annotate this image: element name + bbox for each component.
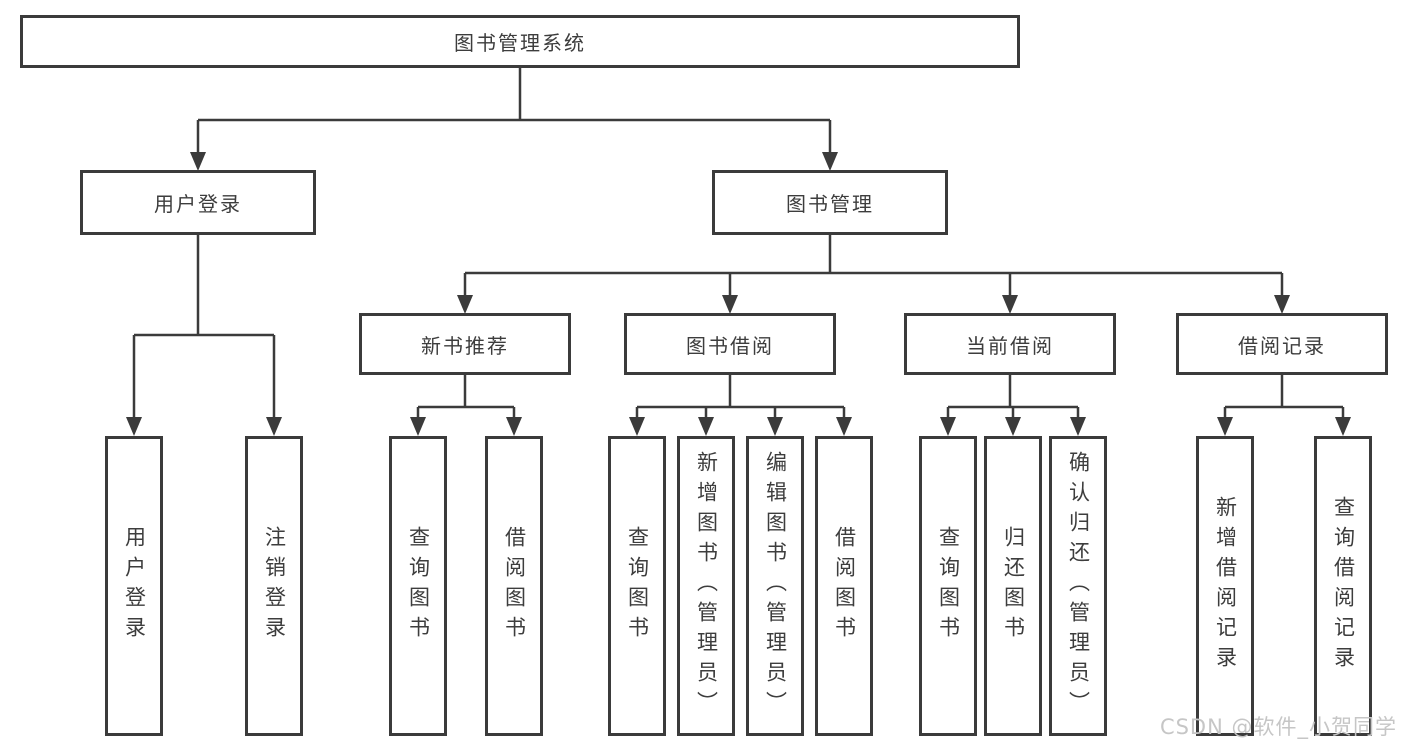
node-logout-leaf-label: 注销登录	[262, 526, 287, 646]
node-confirm-return-admin-label: 确认归还（管理员）	[1066, 451, 1091, 721]
node-query-borrow-record-label: 查询借阅记录	[1331, 496, 1356, 676]
arrow-down-icon	[190, 152, 206, 171]
node-book-borrow: 图书借阅	[624, 313, 836, 375]
node-add-books-admin-label: 新增图书（管理员）	[694, 451, 719, 721]
node-borrow-books-leaf: 借阅图书	[815, 436, 873, 736]
node-return-books-label: 归还图书	[1001, 526, 1026, 646]
node-add-books-admin: 新增图书（管理员）	[677, 436, 735, 736]
node-user-login-label: 用户登录	[154, 192, 242, 216]
node-borrow-books-recommend-label: 借阅图书	[502, 526, 527, 646]
node-book-management-label: 图书管理	[786, 192, 874, 216]
node-user-login: 用户登录	[80, 170, 316, 235]
arrow-down-icon	[629, 417, 645, 436]
node-current-borrow: 当前借阅	[904, 313, 1116, 375]
node-query-books-borrow-label: 查询图书	[625, 526, 650, 646]
node-add-borrow-record: 新增借阅记录	[1196, 436, 1254, 736]
node-borrow-records-label: 借阅记录	[1238, 333, 1326, 358]
csdn-watermark: CSDN @软件_小贺同学	[1159, 715, 1397, 739]
arrow-down-icon	[506, 417, 522, 436]
arrow-down-icon	[698, 417, 714, 436]
node-root: 图书管理系统	[20, 15, 1020, 68]
node-borrow-books-leaf-label: 借阅图书	[832, 526, 857, 646]
node-new-book-recommend: 新书推荐	[359, 313, 571, 375]
node-book-borrow-label: 图书借阅	[686, 333, 774, 358]
node-query-books-recommend-label: 查询图书	[406, 526, 431, 646]
arrow-down-icon	[1070, 417, 1086, 436]
arrow-down-icon	[410, 417, 426, 436]
node-query-books-current: 查询图书	[919, 436, 977, 736]
node-root-label: 图书管理系统	[454, 31, 586, 55]
node-edit-books-admin-label: 编辑图书（管理员）	[763, 451, 788, 721]
node-query-books-current-label: 查询图书	[936, 526, 961, 646]
node-query-borrow-record: 查询借阅记录	[1314, 436, 1372, 736]
arrow-down-icon	[1002, 295, 1018, 314]
arrow-down-icon	[836, 417, 852, 436]
arrow-down-icon	[1335, 417, 1351, 436]
node-query-books-recommend: 查询图书	[389, 436, 447, 736]
node-user-login-leaf: 用户登录	[105, 436, 163, 736]
node-new-book-recommend-label: 新书推荐	[421, 333, 509, 358]
node-borrow-books-recommend: 借阅图书	[485, 436, 543, 736]
connector-lines	[132, 68, 1345, 418]
node-user-login-leaf-label: 用户登录	[122, 526, 147, 646]
arrow-down-icon	[767, 417, 783, 436]
node-book-management: 图书管理	[712, 170, 948, 235]
arrowhead-icons	[126, 152, 1351, 436]
arrow-down-icon	[1217, 417, 1233, 436]
node-return-books: 归还图书	[984, 436, 1042, 736]
node-edit-books-admin: 编辑图书（管理员）	[746, 436, 804, 736]
node-borrow-records: 借阅记录	[1176, 313, 1388, 375]
arrow-down-icon	[822, 152, 838, 171]
arrow-down-icon	[126, 417, 142, 436]
arrow-down-icon	[1274, 295, 1290, 314]
node-current-borrow-label: 当前借阅	[966, 333, 1054, 358]
node-logout-leaf: 注销登录	[245, 436, 303, 736]
arrow-down-icon	[1005, 417, 1021, 436]
node-query-books-borrow: 查询图书	[608, 436, 666, 736]
arrow-down-icon	[722, 295, 738, 314]
arrow-down-icon	[457, 295, 473, 314]
node-add-borrow-record-label: 新增借阅记录	[1213, 496, 1238, 676]
node-confirm-return-admin: 确认归还（管理员）	[1049, 436, 1107, 736]
arrow-down-icon	[940, 417, 956, 436]
arrow-down-icon	[266, 417, 282, 436]
